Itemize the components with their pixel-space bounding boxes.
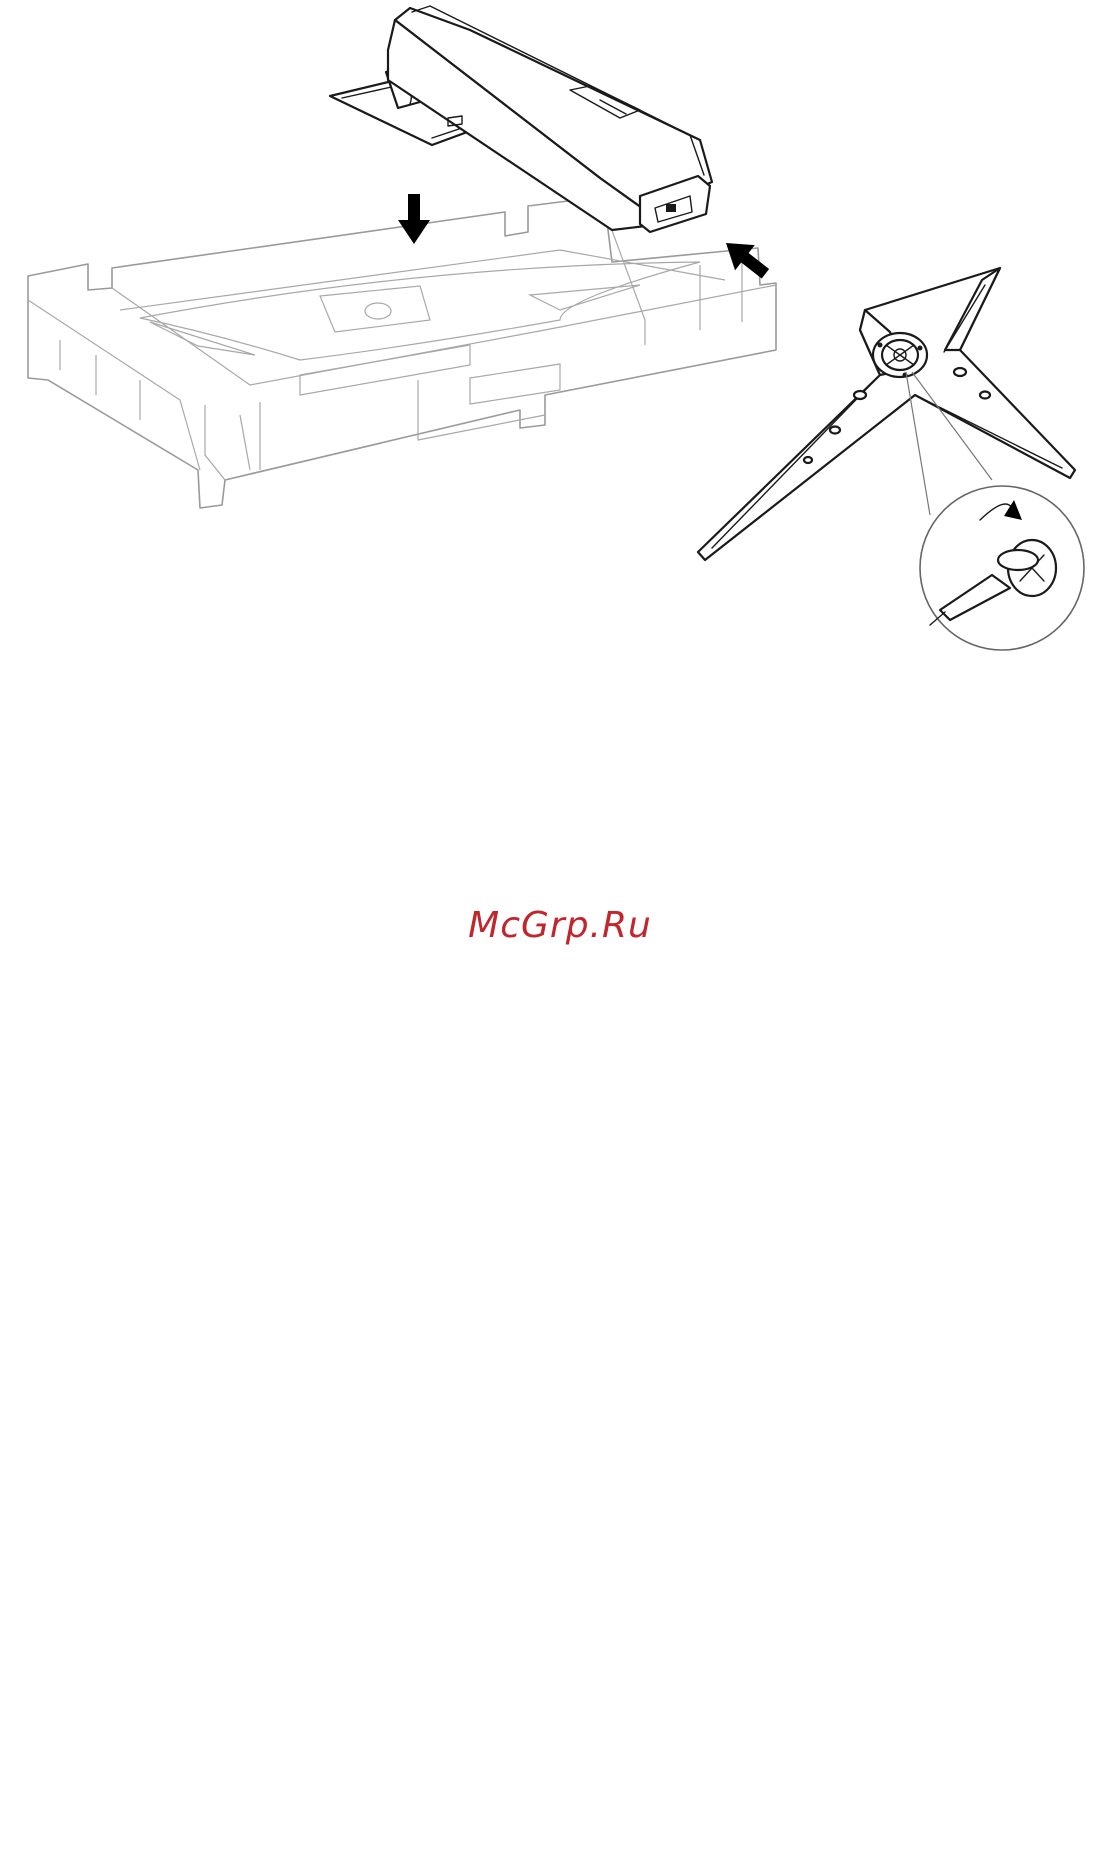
watermark: McGrp.Ru [0, 905, 1120, 946]
stand-neck [330, 6, 712, 232]
screw-detail-circle [920, 486, 1084, 650]
foam-packaging [28, 196, 776, 508]
step-install [28, 6, 1084, 650]
